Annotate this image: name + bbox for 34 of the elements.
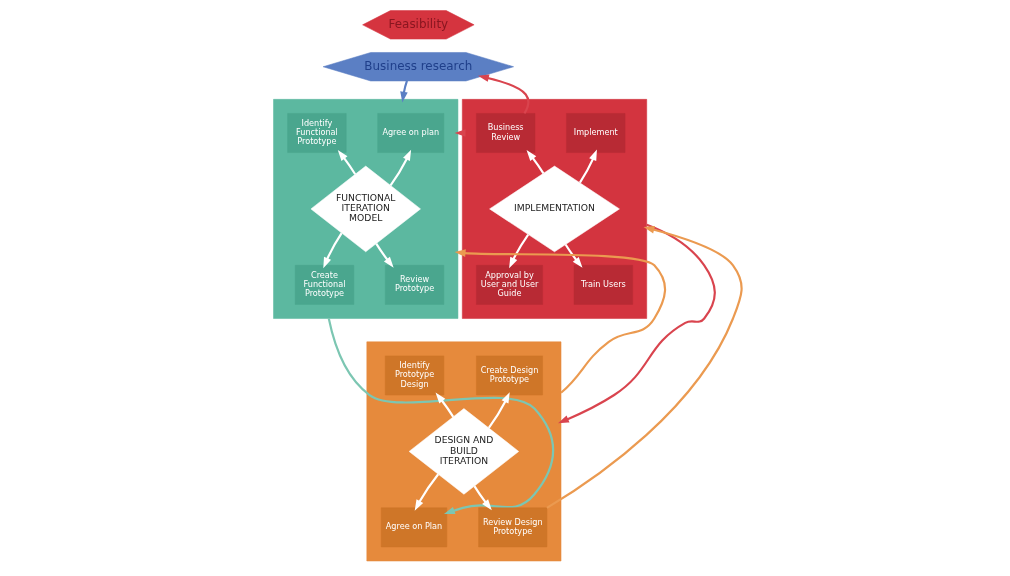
arrow xyxy=(526,150,544,174)
node-box: Agree on plan xyxy=(376,113,444,153)
node-box: Business Review xyxy=(475,113,535,153)
arrow xyxy=(399,80,408,103)
node-box: Implement xyxy=(565,113,625,153)
cluster xyxy=(366,341,561,562)
node-box: Identify Functional Prototype xyxy=(286,113,346,153)
arrow xyxy=(337,150,356,175)
node-box: Train Users xyxy=(573,265,633,305)
arrow xyxy=(487,392,510,429)
node-diamond: DESIGN AND BUILD ITERATION xyxy=(408,408,519,495)
arrow xyxy=(322,232,343,269)
node-box: Create Functional Prototype xyxy=(294,265,354,305)
node-diamond: FUNCTIONAL ITERATION MODEL xyxy=(310,165,421,253)
node-box: Approval by User and User Guide xyxy=(475,265,543,305)
arrow xyxy=(327,318,554,515)
node-diamond: IMPLEMENTATION xyxy=(488,165,620,253)
cluster xyxy=(272,99,458,319)
node-box: Review Design Prototype xyxy=(477,507,547,548)
node-box: Agree on Plan xyxy=(380,507,447,548)
node-box: Create Design Prototype xyxy=(475,355,543,396)
arrow xyxy=(389,149,411,186)
arrow xyxy=(473,485,492,511)
arrow xyxy=(564,243,582,268)
arrow xyxy=(545,226,743,509)
arrow xyxy=(508,234,529,269)
arrow xyxy=(435,392,454,418)
arrow xyxy=(414,473,439,511)
arrow xyxy=(578,149,597,184)
arrow xyxy=(557,223,716,424)
arrow xyxy=(374,243,394,268)
cluster xyxy=(461,99,647,319)
node-box: Identify Prototype Design xyxy=(384,355,444,396)
node-box: Review Prototype xyxy=(384,265,444,305)
